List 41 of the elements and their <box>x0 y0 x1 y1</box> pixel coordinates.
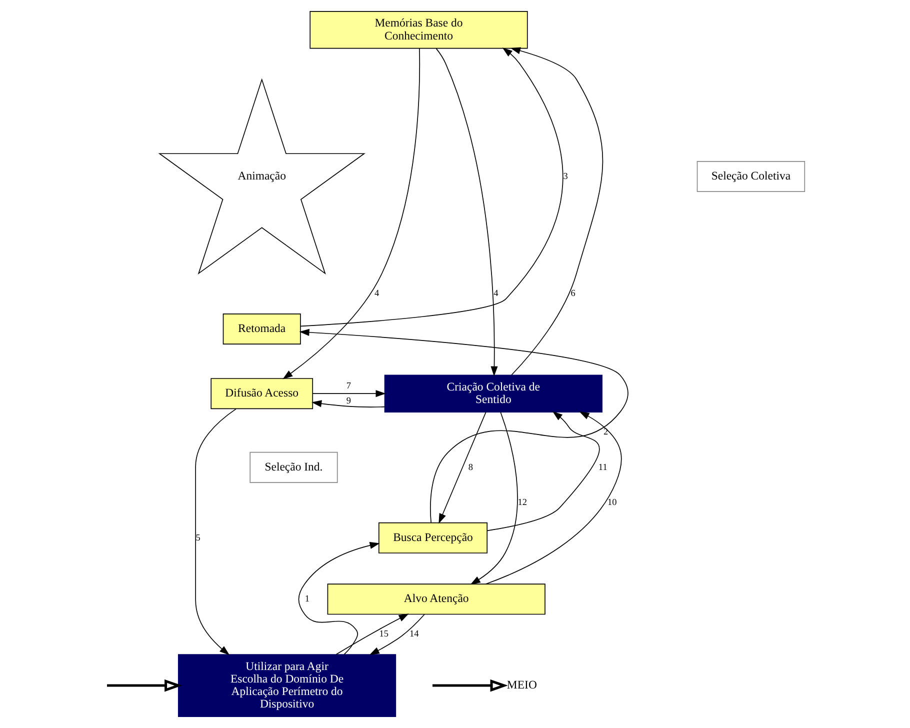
edge-label: 14 <box>409 628 418 639</box>
node-box: Memórias Base do Conhecimento <box>309 11 528 49</box>
arrow <box>368 614 424 656</box>
arrow <box>312 390 386 398</box>
edge-label: 5 <box>195 532 200 542</box>
arrow <box>335 614 408 655</box>
node-text: MEIO <box>506 678 536 692</box>
arrow <box>435 48 498 376</box>
arrow <box>485 412 622 584</box>
node-box: Retomada <box>222 313 300 345</box>
node-box: Alvo Atenção <box>326 584 545 615</box>
edge-label: 3 <box>562 170 568 181</box>
arrow <box>311 400 384 408</box>
arrow <box>486 411 600 532</box>
edge-label: 9 <box>346 395 350 406</box>
arrow <box>282 48 420 380</box>
edge-label: 1 <box>304 593 309 604</box>
edge-label: 7 <box>346 380 350 390</box>
node-box: Difusão Acesso <box>210 378 313 410</box>
edge-label: 6 <box>570 288 575 298</box>
arrow <box>106 679 182 692</box>
arrow <box>298 328 628 523</box>
arrow <box>470 412 518 585</box>
arrow <box>194 408 236 656</box>
edge-label: 12 <box>517 497 526 508</box>
edge-label: 8 <box>468 462 473 472</box>
edge-label: 15 <box>378 628 388 639</box>
node-box: Seleção Coletiva <box>696 160 805 192</box>
node-box: Criação Coletiva de Sentido <box>384 374 602 412</box>
node-box: Busca Percepção <box>378 522 488 554</box>
arrow <box>438 412 486 524</box>
edge-label: 10 <box>607 497 616 508</box>
arrow <box>300 48 563 327</box>
edge-label: 4 <box>493 288 498 298</box>
edge-label: 11 <box>598 462 607 472</box>
edge-label: 4 <box>374 288 379 298</box>
arrow <box>298 542 380 655</box>
arrow <box>432 679 508 692</box>
arrow <box>510 47 603 376</box>
node-box: Utilizar para Agir Escolha do Domínio De Aplicação Perímetro do Dispositivo <box>177 654 396 717</box>
node-box: Seleção Ind. <box>249 452 338 483</box>
